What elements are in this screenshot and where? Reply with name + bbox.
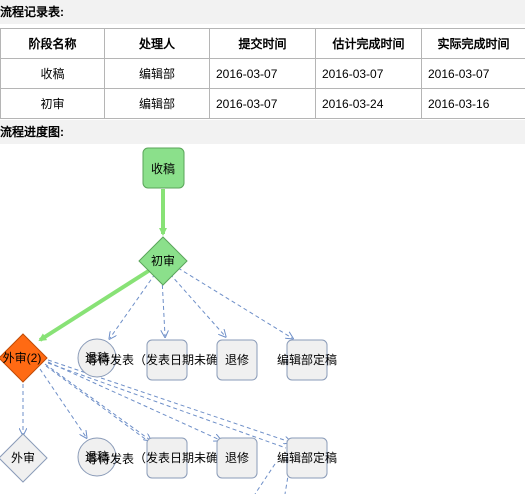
table-cell: 编辑部: [104, 88, 210, 119]
node-rejected-2[interactable]: 退稿: [77, 437, 117, 477]
progress-section-title: 流程进度图:: [0, 120, 525, 144]
node-revise-1[interactable]: 退修: [216, 339, 258, 381]
flow-diagram: 收稿 初审 外审(2) 退稿 等待发表 （发表日期未确定） 退修 编辑部定稿 外…: [0, 147, 337, 494]
node-final-2[interactable]: 编辑部定稿: [277, 437, 337, 479]
table-row: 收稿 编辑部 2016-03-07 2016-03-07 2016-03-07: [0, 58, 525, 89]
node-external-review-next-label: 外审: [11, 450, 35, 465]
node-final-2-label: 编辑部定稿: [277, 450, 337, 465]
records-table: 阶段名称 处理人 提交时间 估计完成时间 实际完成时间 收稿 编辑部 2016-…: [0, 28, 525, 119]
records-section-title: 流程记录表:: [0, 0, 525, 24]
node-publish-date-2-label: （发表日期未确定）: [134, 450, 242, 465]
edge-first-review-to-external: [38, 268, 152, 342]
node-revise-1-label: 退修: [225, 352, 249, 367]
table-cell: 2016-03-07: [421, 58, 525, 89]
node-revise-2[interactable]: 退修: [216, 437, 258, 479]
node-rejected-1[interactable]: 退稿: [77, 338, 117, 378]
table-cell: 2016-03-07: [315, 58, 422, 89]
table-cell: 2016-03-07: [209, 88, 316, 119]
node-external-review[interactable]: 外审(2): [0, 333, 48, 383]
table-row: 初审 编辑部 2016-03-07 2016-03-24 2016-03-16: [0, 88, 525, 119]
table-cell: 收稿: [0, 58, 105, 89]
table-cell: 2016-03-07: [209, 58, 316, 89]
node-receive-label: 收稿: [151, 161, 175, 176]
node-rejected-1-label: 退稿: [85, 350, 109, 365]
node-rejected-2-label: 退稿: [85, 449, 109, 464]
node-wait-publish-1-label: 等待发表: [86, 352, 134, 367]
node-publish-date-2[interactable]: （发表日期未确定）: [134, 437, 242, 479]
column-header-estimated-time: 估计完成时间: [315, 28, 422, 59]
node-publish-date-1[interactable]: （发表日期未确定）: [134, 339, 242, 381]
node-receive[interactable]: 收稿: [142, 147, 185, 189]
table-cell: 2016-03-24: [315, 88, 422, 119]
node-wait-publish-2-label: 等待发表: [86, 451, 134, 466]
column-header-actual-time: 实际完成时间: [421, 28, 525, 59]
table-cell: 2016-03-16: [421, 88, 525, 119]
node-final-1[interactable]: 编辑部定稿: [277, 339, 337, 381]
node-revise-2-label: 退修: [225, 450, 249, 465]
node-external-review-label: 外审(2): [3, 350, 42, 365]
column-header-stage: 阶段名称: [0, 28, 105, 59]
node-first-review[interactable]: 初审: [138, 236, 188, 286]
node-external-review-next[interactable]: 外审: [0, 433, 48, 483]
node-publish-date-1-label: （发表日期未确定）: [134, 352, 242, 367]
first-review-branches: [110, 267, 292, 338]
table-cell: 初审: [0, 88, 105, 119]
node-first-review-label: 初审: [151, 253, 175, 268]
table-cell: 编辑部: [104, 58, 210, 89]
node-final-1-label: 编辑部定稿: [277, 352, 337, 367]
column-header-submit-time: 提交时间: [209, 28, 316, 59]
column-header-handler: 处理人: [104, 28, 210, 59]
table-header-row: 阶段名称 处理人 提交时间 估计完成时间 实际完成时间: [0, 28, 525, 59]
